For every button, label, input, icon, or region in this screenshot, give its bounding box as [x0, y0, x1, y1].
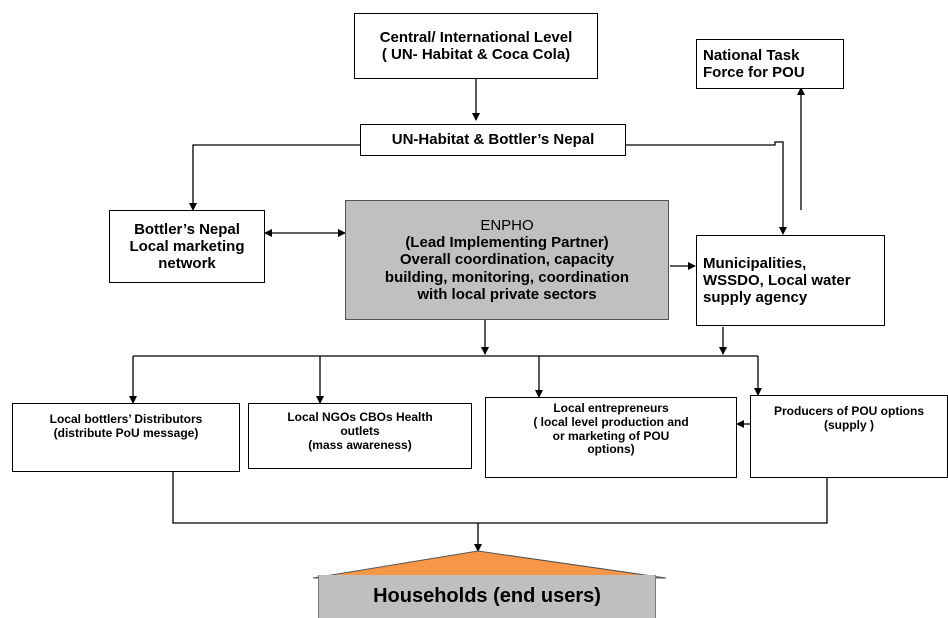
- un-habitat-bottlers-box: UN-Habitat & Bottler’s Nepal: [360, 124, 626, 156]
- producers-line-2: (supply ): [824, 417, 874, 432]
- house-roof: [312, 550, 667, 579]
- ngos-line-1: Local NGOs CBOs Health: [287, 410, 433, 424]
- municipalities-line-2: WSSDO, Local water: [703, 271, 851, 289]
- bottlers-nepal-line-2: Local marketing: [129, 237, 245, 255]
- enpho-desc-line-2: building, monitoring, coordination: [384, 268, 630, 286]
- entrepreneurs-line-3: or marketing of POU: [552, 428, 670, 443]
- bottlers-nepal-box: Bottler’s Nepal Local marketing network: [109, 210, 265, 283]
- distributors-box: Local bottlers’ Distributors (distribute…: [12, 403, 240, 472]
- ngos-box: Local NGOs CBOs Health outlets (mass awa…: [248, 403, 472, 469]
- enpho-box: ENPHO (Lead Implementing Partner) Overal…: [345, 200, 669, 320]
- central-level-box: Central/ International Level ( UN- Habit…: [354, 13, 598, 79]
- distributors-line-2: (distribute PoU message): [53, 425, 199, 440]
- task-force-line-2: Force for POU: [703, 64, 805, 81]
- bottlers-nepal-line-3: network: [158, 255, 216, 273]
- entrepreneurs-box: Local entrepreneurs ( local level produc…: [485, 397, 737, 478]
- households-label: Households (end users): [373, 585, 601, 607]
- entrepreneurs-line-4: options): [587, 442, 635, 457]
- un-habitat-bottlers-label: UN-Habitat & Bottler’s Nepal: [391, 131, 595, 149]
- producers-line-1: Producers of POU options: [773, 404, 924, 418]
- line-to-households: [172, 472, 828, 524]
- entrepreneurs-line-2: ( local level production and: [533, 414, 689, 429]
- line-unhabitat-to-municipalities: [626, 141, 787, 235]
- producers-box: Producers of POU options (supply ): [750, 395, 948, 478]
- municipalities-box: Municipalities, WSSDO, Local water suppl…: [696, 235, 885, 326]
- ngos-line-3: (mass awareness): [308, 437, 412, 452]
- central-level-line-1: Central/ International Level: [379, 28, 573, 46]
- municipalities-line-1: Municipalities,: [703, 254, 807, 272]
- line-unhabitat-to-bottlers: [189, 144, 360, 211]
- bottlers-nepal-line-1: Bottler’s Nepal: [134, 220, 240, 238]
- enpho-desc-line-3: with local private sectors: [417, 285, 597, 303]
- enpho-title: ENPHO: [480, 216, 534, 234]
- task-force-box: National Task Force for POU: [696, 39, 844, 89]
- ngos-line-2: outlets: [340, 423, 380, 438]
- households-box: Households (end users): [318, 575, 656, 618]
- municipalities-line-3: supply agency: [703, 289, 808, 307]
- distributors-line-1: Local bottlers’ Distributors: [49, 412, 203, 426]
- task-force-line-1: National Task: [703, 46, 800, 64]
- central-level-line-2: ( UN- Habitat & Coca Cola): [381, 46, 571, 63]
- entrepreneurs-line-1: Local entrepreneurs: [553, 401, 669, 415]
- enpho-desc-line-1: Overall coordination, capacity: [399, 251, 615, 269]
- enpho-role: (Lead Implementing Partner): [405, 234, 609, 252]
